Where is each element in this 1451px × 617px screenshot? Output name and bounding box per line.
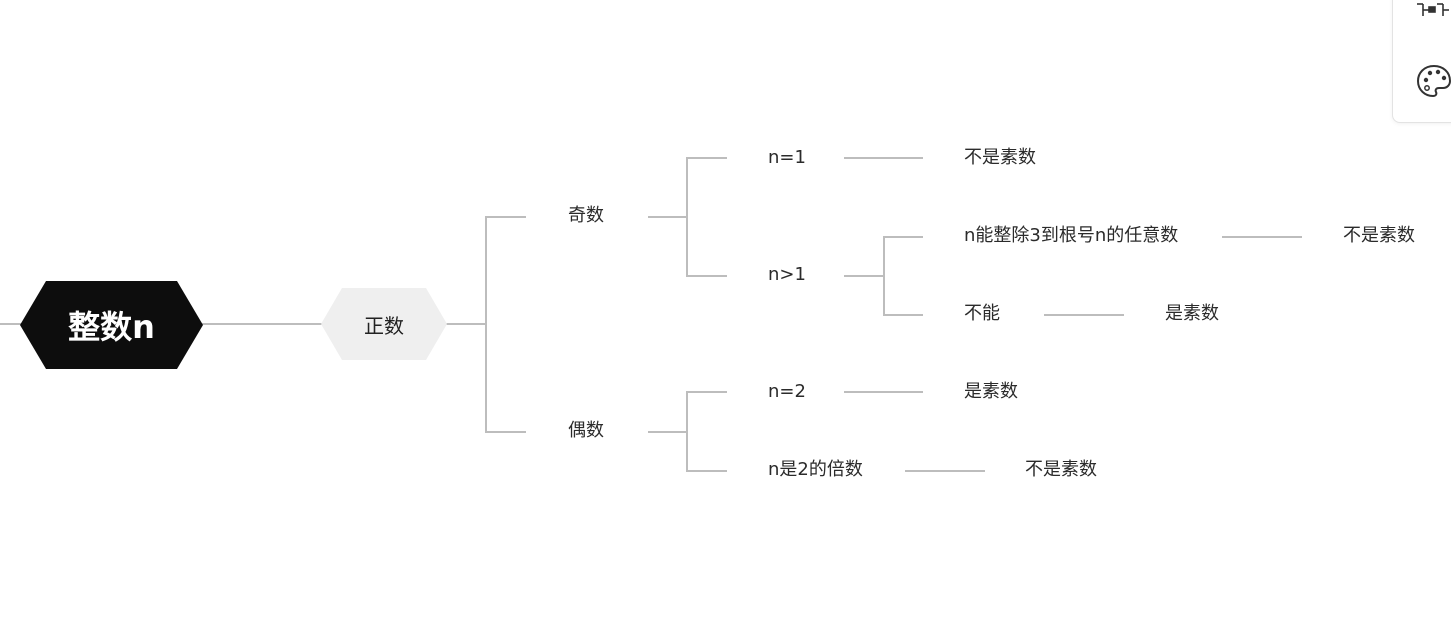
odd-n1-result-node[interactable]: 不是素数 bbox=[964, 147, 1036, 168]
palette-icon[interactable] bbox=[1415, 63, 1451, 105]
odd-ngt1-node[interactable]: n>1 bbox=[768, 264, 806, 285]
root-hexagon-shape bbox=[20, 281, 203, 369]
root-node[interactable]: 整数n bbox=[20, 281, 203, 369]
positive-hexagon-shape bbox=[321, 288, 447, 360]
positive-node[interactable]: 正数 bbox=[321, 288, 447, 360]
divisible-result-node[interactable]: 不是素数 bbox=[1343, 225, 1415, 246]
odd-node[interactable]: 奇数 bbox=[568, 205, 604, 226]
even-n2-node[interactable]: n=2 bbox=[768, 381, 806, 402]
odd-n1-node[interactable]: n=1 bbox=[768, 147, 806, 168]
not-divisible-result-node[interactable]: 是素数 bbox=[1165, 303, 1219, 324]
not-divisible-node[interactable]: 不能 bbox=[964, 303, 1000, 324]
even-multiple-node[interactable]: n是2的倍数 bbox=[768, 459, 863, 480]
divisible-node[interactable]: n能整除3到根号n的任意数 bbox=[964, 225, 1179, 246]
even-multiple-result-node[interactable]: 不是素数 bbox=[1025, 459, 1097, 480]
side-toolbar-panel bbox=[1392, 0, 1451, 123]
positive-label: 正数 bbox=[364, 313, 404, 338]
even-node[interactable]: 偶数 bbox=[568, 420, 604, 441]
even-n2-result-node[interactable]: 是素数 bbox=[964, 381, 1018, 402]
structure-icon[interactable] bbox=[1415, 0, 1451, 23]
root-label: 整数n bbox=[68, 308, 155, 346]
